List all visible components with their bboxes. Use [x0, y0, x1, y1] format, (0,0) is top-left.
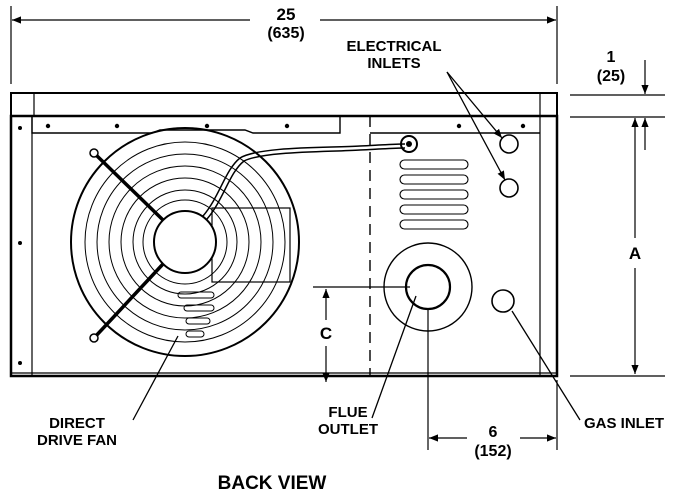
flue-outlet-label-line1: FLUE [328, 404, 367, 421]
fan-label: DIRECT DRIVE FAN [37, 335, 179, 449]
overall-width-label: 25 [277, 5, 296, 24]
gas-inlet: GAS INLET [491, 289, 664, 432]
electrical-inlet-hole [499, 134, 519, 154]
flue-offset-label: 6 [489, 424, 498, 441]
top-rail-dim-label: 1 [607, 49, 616, 66]
dimension-c: C [313, 286, 410, 382]
overall-width-dimension: 25 (635) [10, 5, 558, 84]
view-title: BACK VIEW [218, 473, 327, 494]
flue-offset-mm-label: (152) [474, 443, 511, 460]
screw-hole [520, 123, 526, 129]
flue-outlet: FLUE OUTLET [318, 242, 473, 438]
dimension-a-label: A [629, 244, 641, 263]
gas-inlet-label: GAS INLET [584, 415, 664, 432]
screw-hole [114, 123, 120, 129]
electrical-inlet-hole [499, 178, 519, 198]
screw-hole [456, 123, 462, 129]
top-rail-dimension: 1 (25) [570, 49, 665, 150]
screw-hole [18, 241, 22, 245]
vent-louvers [399, 159, 469, 230]
flue-offset-dimension: 6 (152) [427, 310, 558, 460]
screw-hole [284, 123, 290, 129]
electrical-inlets: ELECTRICAL INLETS [347, 38, 519, 198]
top-rail-dim-mm-label: (25) [597, 68, 625, 85]
screw-hole [45, 123, 51, 129]
dimension-a: A [570, 118, 665, 377]
direct-drive-fan [70, 127, 300, 357]
screw-hole [204, 123, 210, 129]
screw-hole [18, 126, 22, 130]
fan-label-line1: DIRECT [49, 415, 105, 432]
overall-width-mm-label: (635) [267, 25, 304, 42]
screw-hole [18, 361, 22, 365]
electrical-inlets-label-line1: ELECTRICAL [347, 38, 442, 55]
flue-outlet-label-line2: OUTLET [318, 421, 378, 438]
dimension-c-label: C [320, 324, 332, 343]
fan-label-line2: DRIVE FAN [37, 432, 117, 449]
fan-wire [202, 135, 418, 220]
electrical-inlets-label-line2: INLETS [367, 55, 420, 72]
unit-body [9, 92, 559, 378]
